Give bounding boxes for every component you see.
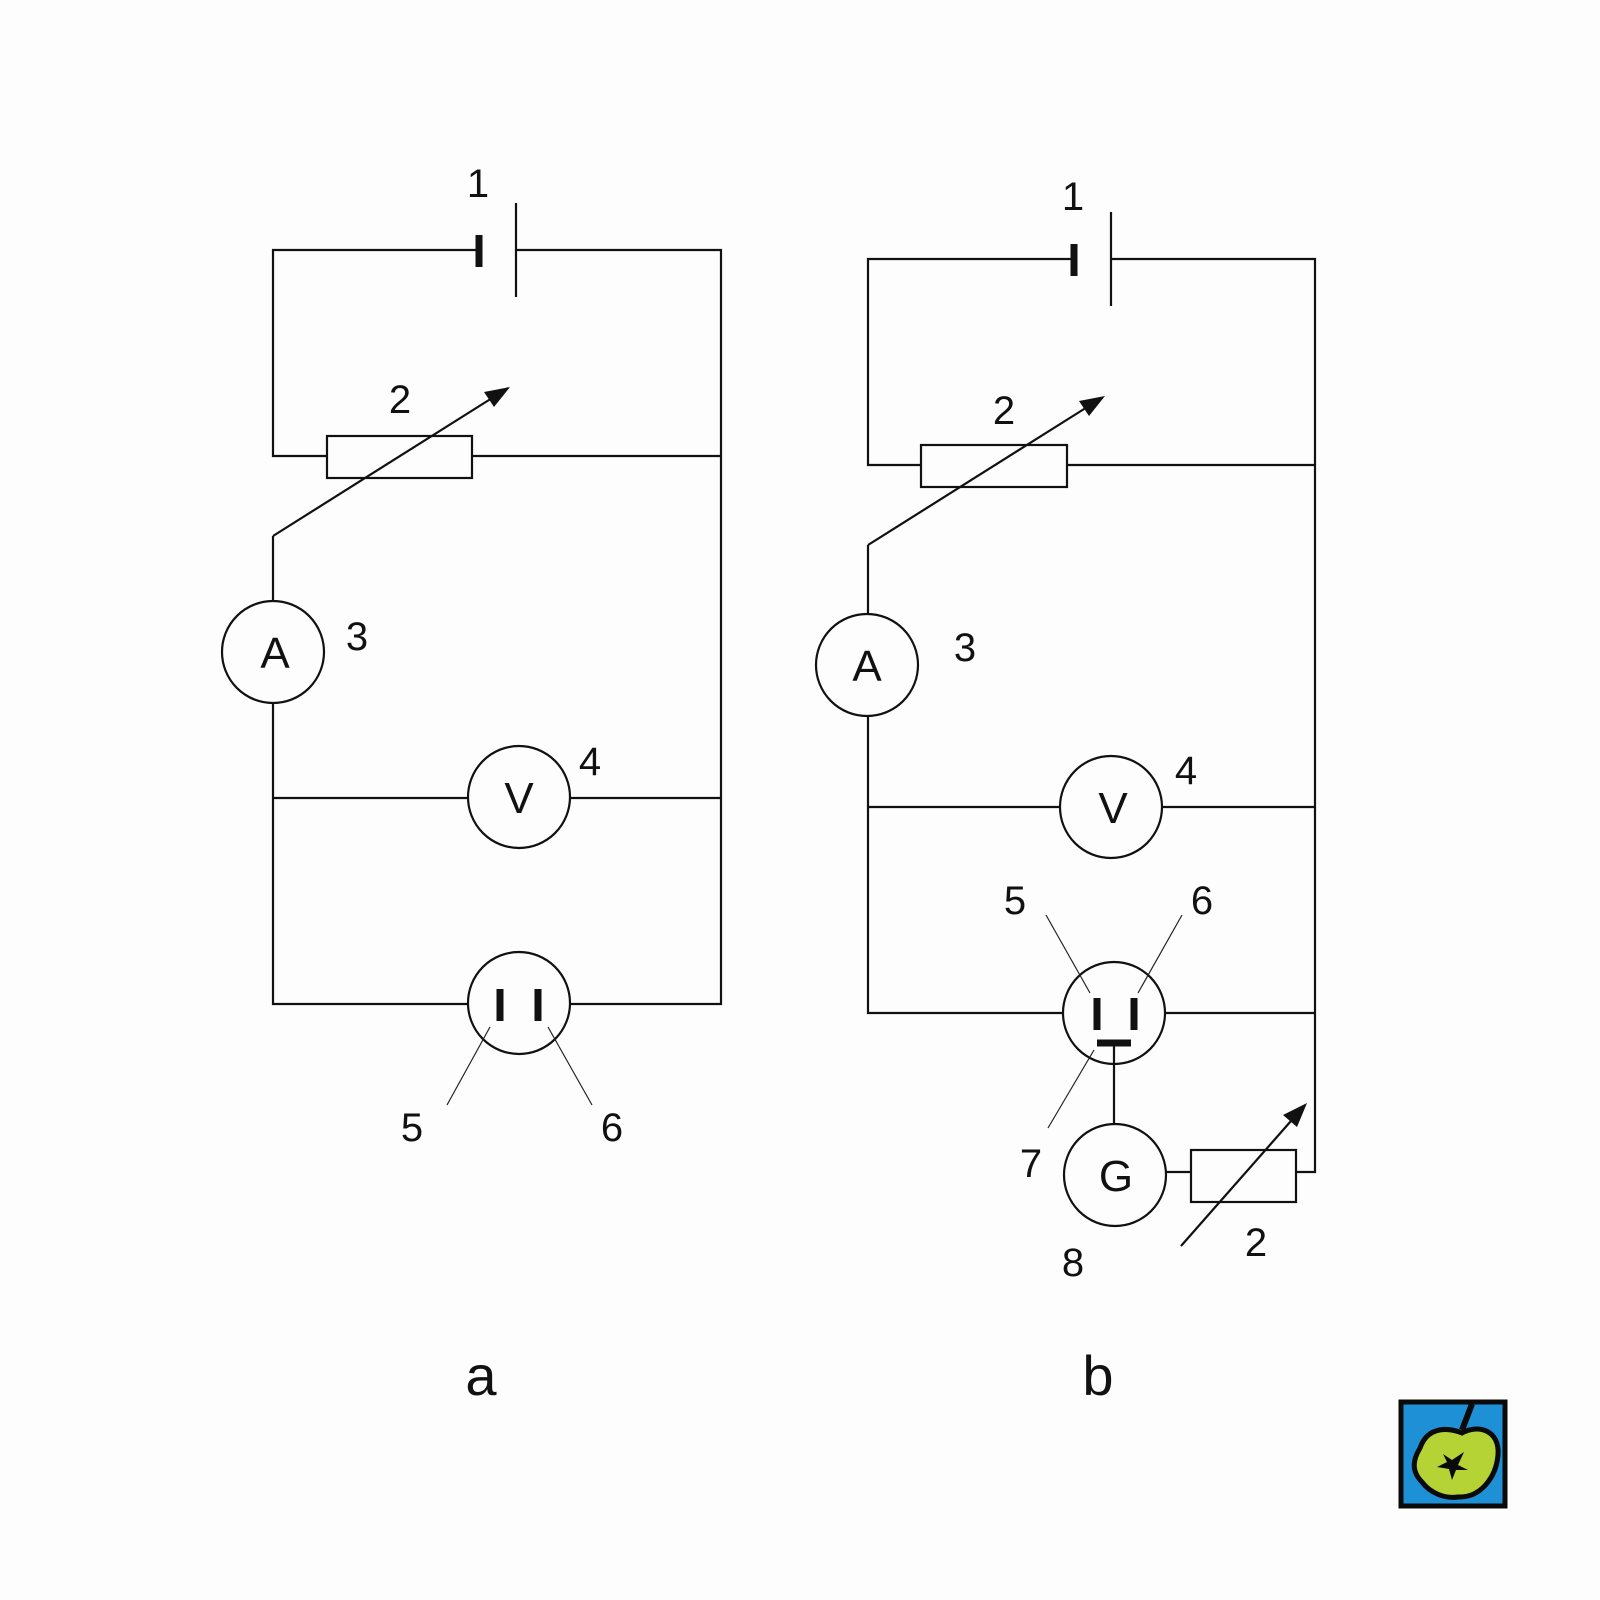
ammeter-symbol: A bbox=[852, 642, 882, 691]
label-5: 5 bbox=[1004, 879, 1026, 923]
label-7: 7 bbox=[1020, 1142, 1042, 1186]
label-4: 4 bbox=[579, 740, 601, 784]
rheostat bbox=[867, 396, 1105, 546]
label-1: 1 bbox=[1062, 175, 1084, 219]
caption-b: b bbox=[1082, 1344, 1113, 1407]
label-8: 8 bbox=[1062, 1241, 1084, 1285]
voltmeter-symbol: V bbox=[1098, 784, 1128, 833]
label-3: 3 bbox=[346, 615, 368, 659]
label-6: 6 bbox=[1191, 879, 1213, 923]
wires bbox=[866, 257, 1317, 1174]
caption-a: a bbox=[465, 1344, 497, 1407]
label-2: 2 bbox=[389, 378, 411, 422]
voltmeter: V bbox=[1058, 754, 1164, 860]
vacuum-tube bbox=[446, 950, 593, 1106]
voltmeter-symbol: V bbox=[504, 774, 534, 823]
voltmeter: V bbox=[466, 744, 572, 850]
label-4: 4 bbox=[1175, 749, 1197, 793]
label-5: 5 bbox=[401, 1106, 423, 1150]
generator: G bbox=[1062, 1122, 1168, 1228]
battery bbox=[1070, 212, 1113, 306]
label-6: 6 bbox=[601, 1106, 623, 1150]
label-1: 1 bbox=[467, 162, 489, 206]
label-3: 3 bbox=[954, 626, 976, 670]
vacuum-tube-triode bbox=[1045, 914, 1183, 1129]
ammeter: A bbox=[814, 612, 920, 718]
label-2-rheostat: 2 bbox=[1245, 1221, 1267, 1265]
battery bbox=[475, 203, 518, 297]
generator-symbol: G bbox=[1099, 1152, 1133, 1201]
rheostat-2 bbox=[1180, 1103, 1307, 1247]
circuit-a: A V 1 2 3 4 5 6 a bbox=[220, 162, 723, 1407]
ammeter-symbol: A bbox=[260, 629, 290, 678]
ammeter: A bbox=[220, 599, 326, 705]
wires bbox=[271, 248, 723, 1006]
circuit-b: A V G 1 2 3 4 5 6 7 8 2 bbox=[814, 175, 1317, 1407]
label-2: 2 bbox=[993, 389, 1015, 433]
rheostat bbox=[272, 387, 510, 537]
apple-logo bbox=[1398, 1399, 1508, 1509]
